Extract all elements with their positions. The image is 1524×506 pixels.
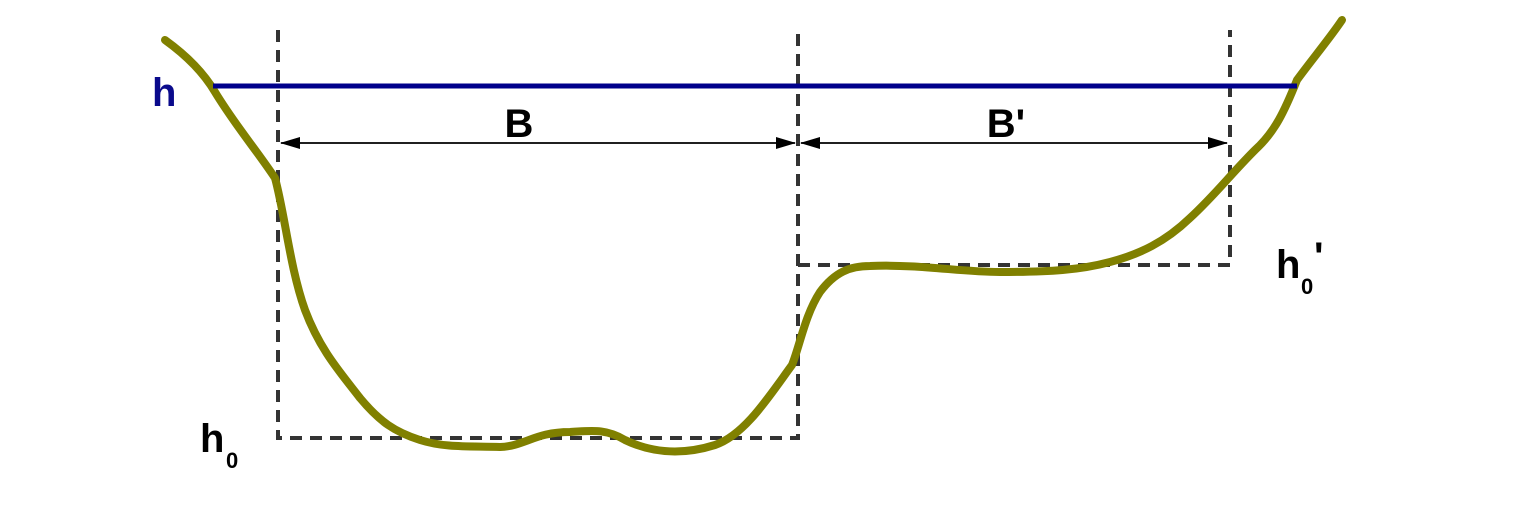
main-bed-label-h: h: [200, 417, 224, 461]
flood-bed-label-subscript: 0: [1301, 274, 1313, 299]
main-channel-box: [276, 30, 800, 440]
main-width-label: B: [505, 102, 534, 146]
main-bed-label-subscript: 0: [226, 448, 238, 473]
channel-bed-profile: [161, 16, 1346, 456]
floodplain-box: [798, 30, 1232, 267]
flood-bed-label-prime: ': [1314, 235, 1324, 279]
flood-width-label: B': [987, 102, 1025, 146]
main-bed-label: h 0: [200, 417, 238, 473]
flood-bed-label: h 0 ': [1276, 235, 1324, 299]
water-level-label: h: [152, 71, 176, 115]
flood-bed-label-h: h: [1276, 243, 1300, 287]
dashed-boxes: [276, 30, 1232, 440]
